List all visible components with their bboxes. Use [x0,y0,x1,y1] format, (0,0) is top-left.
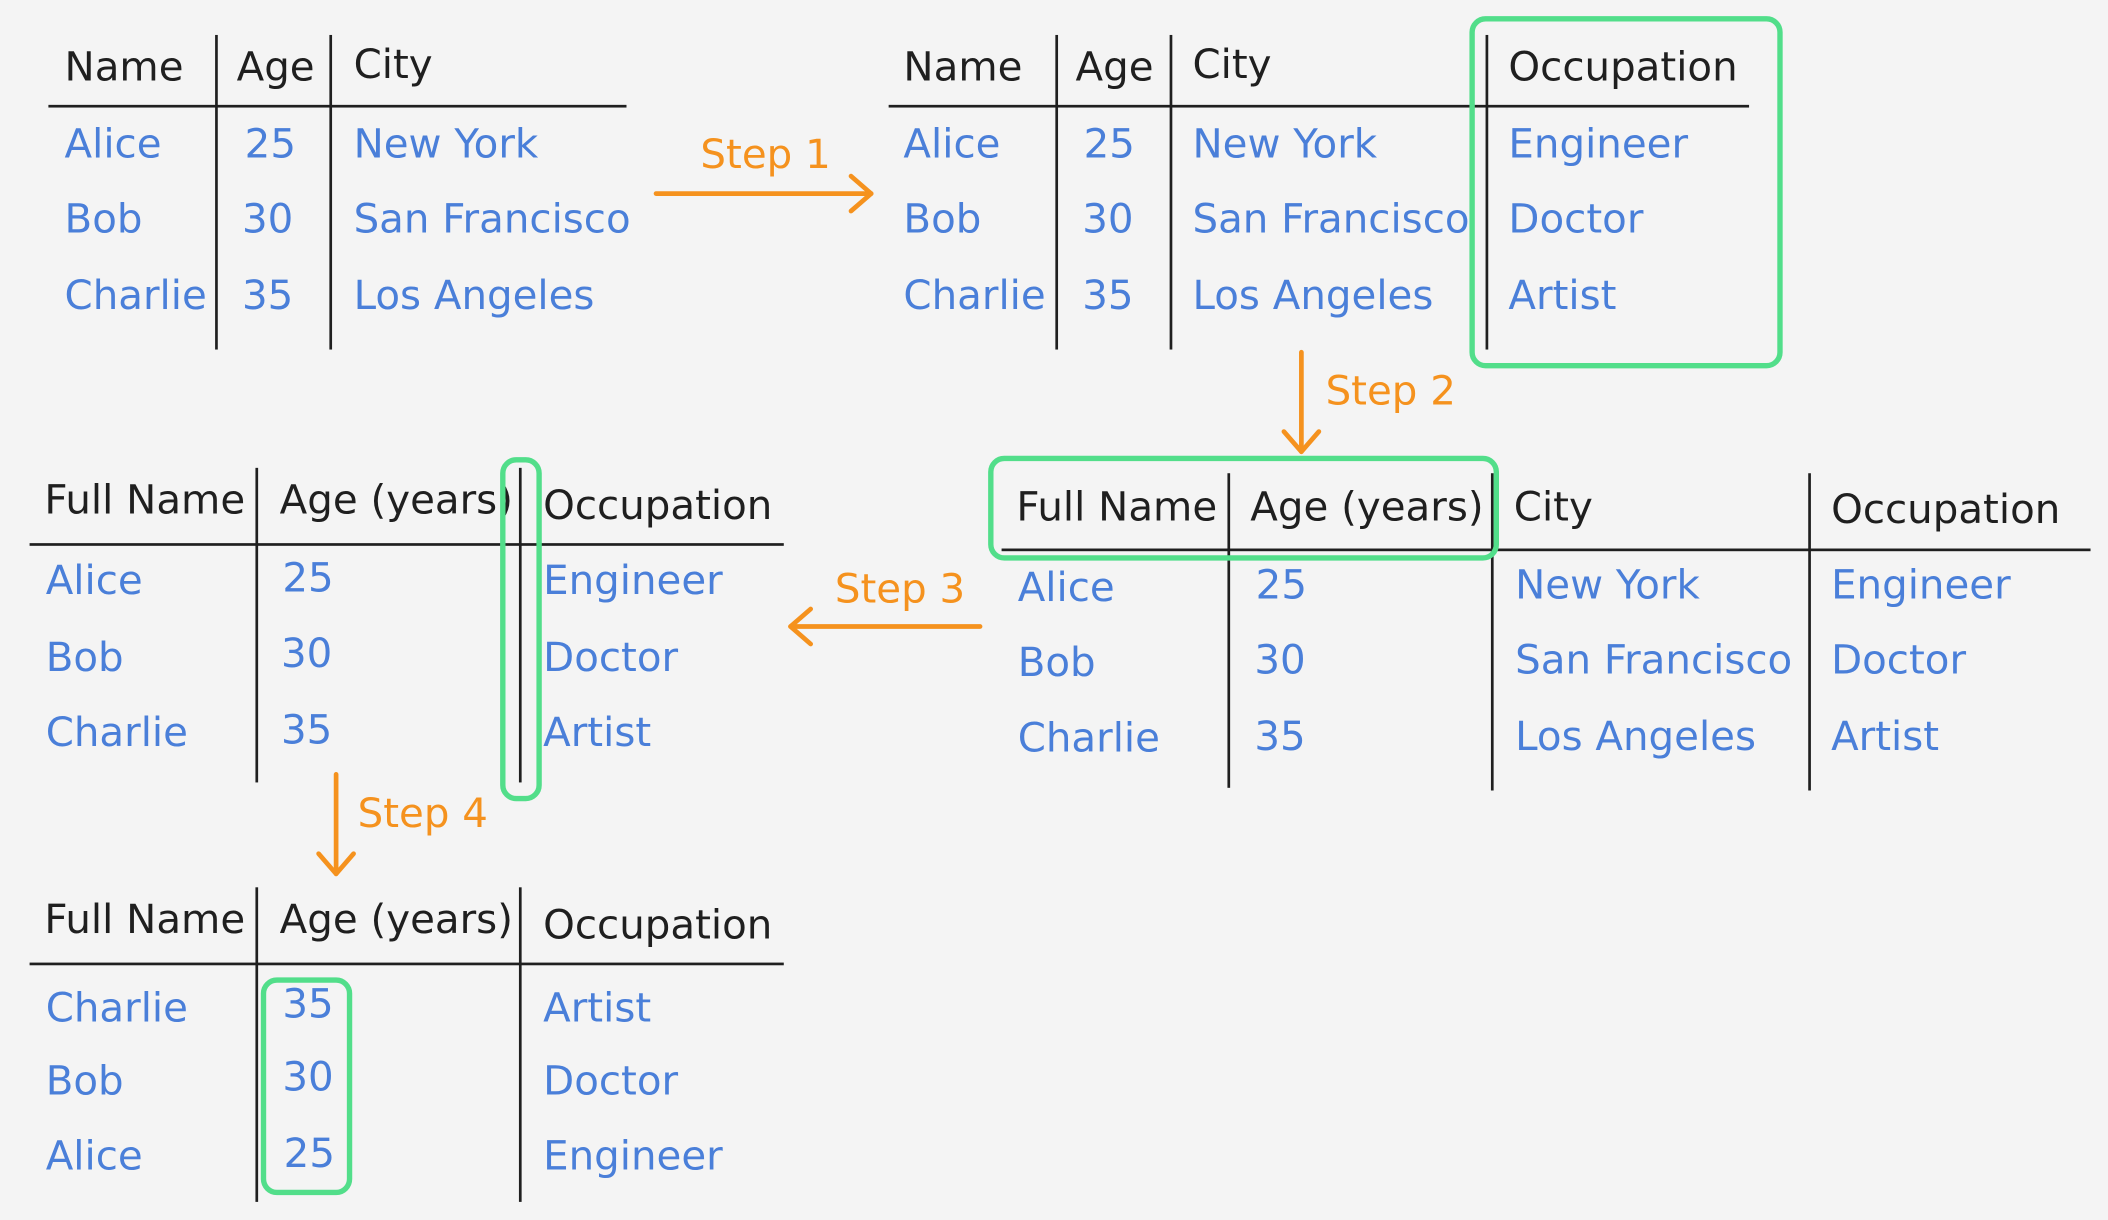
table-cell: New York [1515,561,1700,610]
table-column-divider [1169,34,1173,350]
table-cell: Artist [543,709,652,757]
table-header-age: Age [236,44,315,92]
highlight-box-renamed-headers [988,455,1500,561]
table-cell: Bob [45,1058,124,1106]
table-header-city: City [1192,41,1272,89]
table-header-occupation: Occupation [543,482,773,530]
table-header-occupation: Occupation [543,902,773,950]
table-cell: Los Angeles [353,272,595,320]
table-column-divider [329,34,333,350]
table-cell: Charlie [1017,715,1160,763]
table-cell: Bob [45,634,124,682]
table-header-divider [888,104,1750,108]
table-cell: Alice [45,557,143,605]
table-cell: 30 [280,630,333,678]
highlight-box-sorted-ages [260,977,353,1196]
table-cell: Bob [903,196,982,244]
table-cell: Doctor [1831,637,1967,685]
table-cell: Alice [64,120,162,169]
table-cell: New York [353,120,539,169]
table-cell: 35 [282,981,334,1029]
table-column-divider [1485,34,1489,350]
table-cell: Charlie [64,272,207,320]
table-cell: Engineer [1508,120,1689,169]
table-column-divider [518,887,522,1202]
table-cell: Doctor [543,634,679,682]
table-cell: 35 [1082,272,1134,320]
table-header-city: City [1513,483,1593,532]
table-cell: 30 [1082,196,1134,244]
table-column-divider [1227,473,1231,788]
table-header-divider [1001,548,2091,552]
table-column-divider [255,887,259,1202]
table-cell: 35 [1254,713,1306,761]
table-cell: Engineer [1831,561,2011,610]
table-cell: Alice [903,120,1001,169]
table-header-full-name: Full Name [1016,483,1218,532]
arrow-step-1 [653,173,874,214]
step-label: Step 4 [357,790,488,838]
table-cell: Alice [45,1133,143,1181]
table-header-full-name: Full Name [44,896,246,944]
table-cell: 25 [282,555,334,603]
table-column-divider [1490,473,1494,791]
table-header-occupation: Occupation [1508,44,1738,92]
table-cell: New York [1192,120,1378,169]
step-label: Step 3 [834,565,966,614]
arrow-step-2 [1281,349,1322,455]
table-cell: Charlie [45,709,188,757]
table-cell: Artist [543,985,652,1033]
table-header-name: Name [903,44,1023,92]
table-cell: 25 [244,120,297,169]
table-cell: Bob [1017,639,1096,687]
table-header-age-years: Age (years) [279,896,513,944]
step-label: Step 1 [700,131,831,179]
table-cell: Alice [1017,564,1115,612]
table-header-full-name: Full Name [44,477,246,525]
table-header-divider [29,543,784,546]
table-cell: Doctor [543,1058,679,1106]
step-label: Step 2 [1325,368,1456,416]
table-header-occupation: Occupation [1831,486,2061,534]
table-cell: San Francisco [1192,196,1470,244]
table-cell: 25 [1083,120,1135,169]
highlight-box-removed-column [500,457,542,802]
table-cell: 35 [241,272,294,320]
table-cell: 30 [241,196,294,244]
table-cell: Engineer [543,557,723,605]
table-cell: 25 [1255,561,1308,610]
table-header-divider [48,104,627,108]
table-cell: Charlie [45,985,188,1033]
table-cell: Charlie [903,272,1046,320]
table-header-divider [29,962,784,966]
table-header-city: City [353,41,433,89]
table-cell: San Francisco [353,196,631,244]
table-cell: Artist [1508,272,1617,320]
table-column-divider [518,467,522,783]
table-column-divider [255,467,259,783]
table-cell: Los Angeles [1515,713,1757,761]
table-header-name: Name [64,44,184,92]
table-cell: 30 [1254,637,1306,685]
highlight-box-occupation [1469,16,1783,369]
arrow-step-3 [788,606,983,647]
table-cell: 30 [282,1054,334,1102]
table-header-age-years: Age (years) [1250,483,1484,532]
table-cell: Artist [1831,713,1940,761]
table-cell: Los Angeles [1192,272,1434,320]
arrow-step-4 [316,772,356,877]
table-column-divider [1055,34,1059,350]
table-cell: Engineer [543,1133,723,1181]
table-cell: San Francisco [1515,637,1793,685]
table-cell: Doctor [1508,196,1644,244]
table-header-age: Age [1075,44,1154,92]
table-column-divider [1808,473,1811,791]
table-cell: 25 [283,1130,336,1178]
table-cell: Bob [64,196,143,244]
table-cell: 35 [280,707,333,755]
table-header-age-years: Age (years) [279,477,513,525]
table-column-divider [215,34,218,350]
